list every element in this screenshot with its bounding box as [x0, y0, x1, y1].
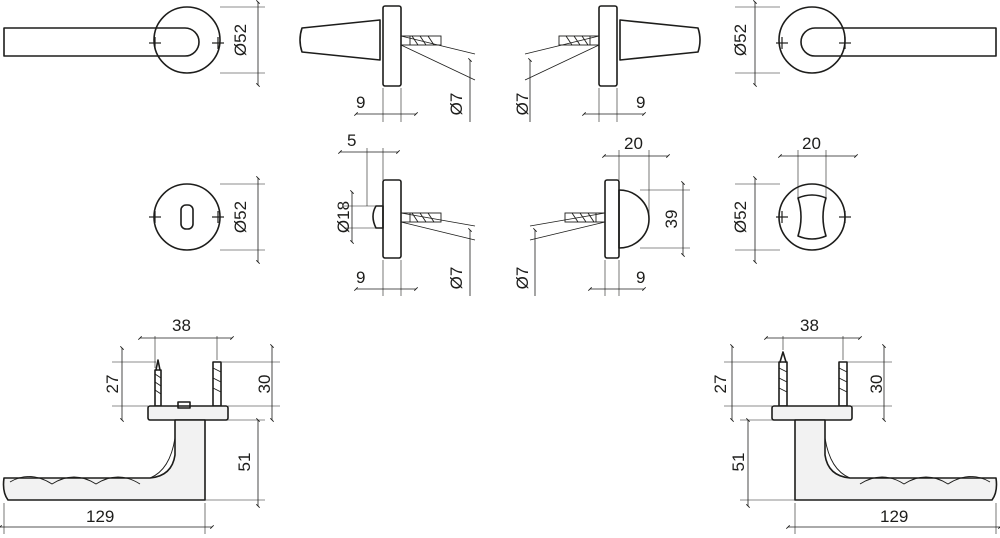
release-spindle-label: Ø7	[513, 267, 532, 290]
lever-profile-right: 38 27 30 51 129	[711, 316, 1000, 534]
thumb-turn-diameter-label: Ø18	[334, 201, 353, 233]
release-front: 20 Ø52	[731, 134, 858, 264]
spindle-diameter-label-right: Ø7	[513, 93, 532, 116]
rose-diameter-label-right: Ø52	[731, 24, 750, 56]
pin-height-short-label-right: 27	[711, 375, 730, 394]
release-width-label: 20	[624, 134, 643, 153]
fixing-centres-label: 38	[172, 316, 191, 335]
release-projection-label: 39	[662, 210, 681, 229]
screw-spacing-label-right: 9	[636, 93, 645, 112]
handle-length-label: 129	[86, 507, 114, 526]
handle-height-label: 51	[235, 453, 254, 472]
thumb-turn-rose-diameter-label: Ø52	[231, 201, 250, 233]
pin-height-tall-label: 30	[255, 375, 274, 394]
lever-side-left: 9 Ø7	[299, 5, 476, 122]
screw-spacing-label: 9	[356, 93, 365, 112]
lever-profile-left: 38 27 30 51 129	[0, 316, 280, 534]
fixing-centres-label-right: 38	[800, 316, 819, 335]
lever-side-right: 9 Ø7	[513, 5, 701, 122]
lever-rose-front-right: Ø52	[731, 0, 997, 87]
handle-length-label-right: 129	[880, 507, 908, 526]
release-side: 20 39 9 Ø7	[513, 134, 690, 296]
release-screw-spacing-label: 9	[636, 268, 645, 287]
thumb-turn-screw-spacing-label: 9	[356, 268, 365, 287]
pin-height-tall-label-right: 30	[867, 375, 886, 394]
pin-height-short-label: 27	[103, 375, 122, 394]
thumb-turn-side: 5 Ø18 9 Ø7	[334, 131, 476, 296]
thumb-turn-spindle-label: Ø7	[447, 267, 466, 290]
rose-diameter-label: Ø52	[231, 24, 250, 56]
handle-height-label-right: 51	[729, 453, 748, 472]
release-front-width-label: 20	[802, 134, 821, 153]
release-rose-diameter-label: Ø52	[731, 201, 750, 233]
lever-rose-front-left: Ø52	[3, 0, 265, 87]
spindle-diameter-label: Ø7	[447, 93, 466, 116]
thumb-turn-offset-label: 5	[347, 131, 356, 150]
thumb-turn-front: Ø52	[149, 176, 265, 264]
